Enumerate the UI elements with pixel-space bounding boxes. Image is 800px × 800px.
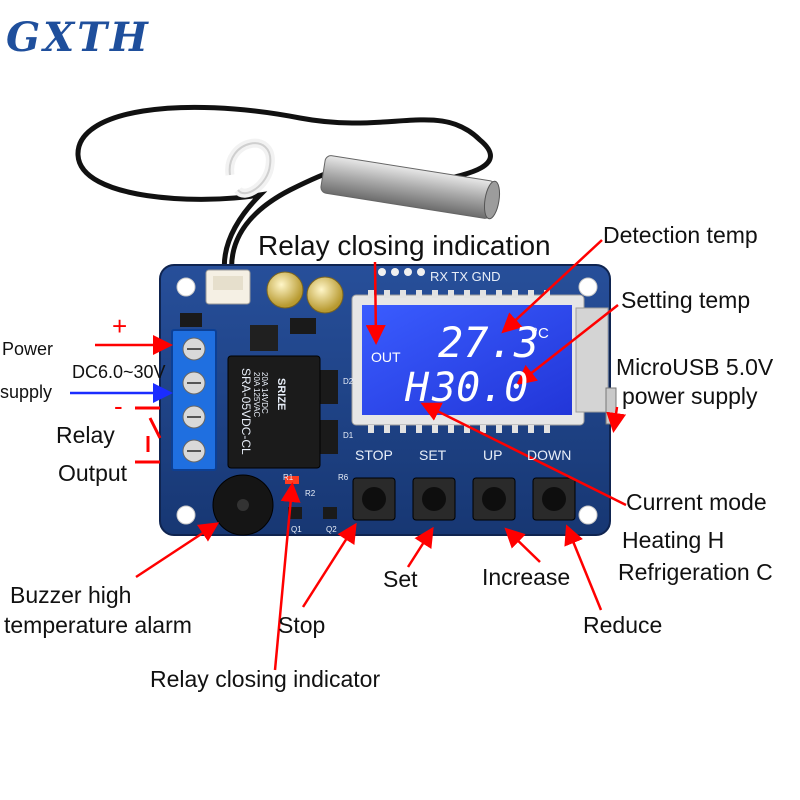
lcd-unit: °C <box>532 325 549 342</box>
label-power: Power <box>2 339 54 359</box>
up-button-body <box>472 477 516 521</box>
part-d2: D2 <box>343 377 354 386</box>
temperature-probe <box>320 155 501 220</box>
button-label-up: UP <box>483 447 503 463</box>
down-button-body <box>532 477 576 521</box>
lcd-setting-value: 30.0 <box>432 365 529 411</box>
relay-spec-text: 20A 14VDC 20A 125VAC <box>252 372 269 418</box>
label-set: Set <box>383 566 418 592</box>
part-r6: R6 <box>338 473 349 482</box>
part-r2: R2 <box>305 489 316 498</box>
label-relay-closing-indication: Relay closing indication <box>258 230 551 261</box>
label-buzzer-line2: temperature alarm <box>4 612 192 638</box>
label-current-mode: Current mode <box>626 489 767 515</box>
label-relay: Relay <box>56 422 115 448</box>
brand-logo: GXTH <box>6 14 151 61</box>
relay-brand-text: SRIZE <box>275 378 287 411</box>
relay-switch-symbol <box>135 406 162 464</box>
label-buzzer-line1: Buzzer high <box>10 582 132 608</box>
label-reduce: Reduce <box>583 612 663 638</box>
part-q1: Q1 <box>291 525 302 534</box>
button-label-stop: STOP <box>355 447 393 463</box>
header-pins-label: RX TX GND <box>430 269 501 284</box>
lcd-out-indicator: OUT <box>371 349 401 365</box>
label-plus: + <box>112 311 128 341</box>
lcd-detection-value: 27.3 <box>438 318 540 367</box>
label-output: Output <box>58 460 128 486</box>
cable-tie <box>225 138 275 198</box>
button-label-set: SET <box>419 447 447 463</box>
part-q2: Q2 <box>326 525 337 534</box>
label-microusb: MicroUSB 5.0V <box>616 354 774 380</box>
label-minus: - <box>114 391 123 421</box>
pcb-board <box>159 264 617 536</box>
label-setting-temp: Setting temp <box>621 287 751 313</box>
label-increase: Increase <box>482 564 571 590</box>
label-supply: supply <box>0 382 53 402</box>
part-r1: R1 <box>283 473 294 482</box>
button-label-down: DOWN <box>527 447 572 463</box>
label-detection-temp: Detection temp <box>603 222 758 248</box>
label-heating: Heating H <box>622 527 725 553</box>
label-stop: Stop <box>278 612 326 638</box>
part-d1: D1 <box>343 431 354 440</box>
lcd-mode-letter: H <box>405 365 430 411</box>
annotation-arrows <box>95 239 627 671</box>
relay-model-text: SRA-05VDC-CL <box>239 368 253 455</box>
label-relay-closing-indicator: Relay closing indicator <box>150 666 381 692</box>
label-power-supply: power supply <box>622 383 758 409</box>
set-button-body <box>412 477 456 521</box>
stop-button-body <box>352 477 396 521</box>
label-dc-range: DC6.0~30V <box>72 362 166 382</box>
label-refrigeration: Refrigeration C <box>618 559 773 585</box>
